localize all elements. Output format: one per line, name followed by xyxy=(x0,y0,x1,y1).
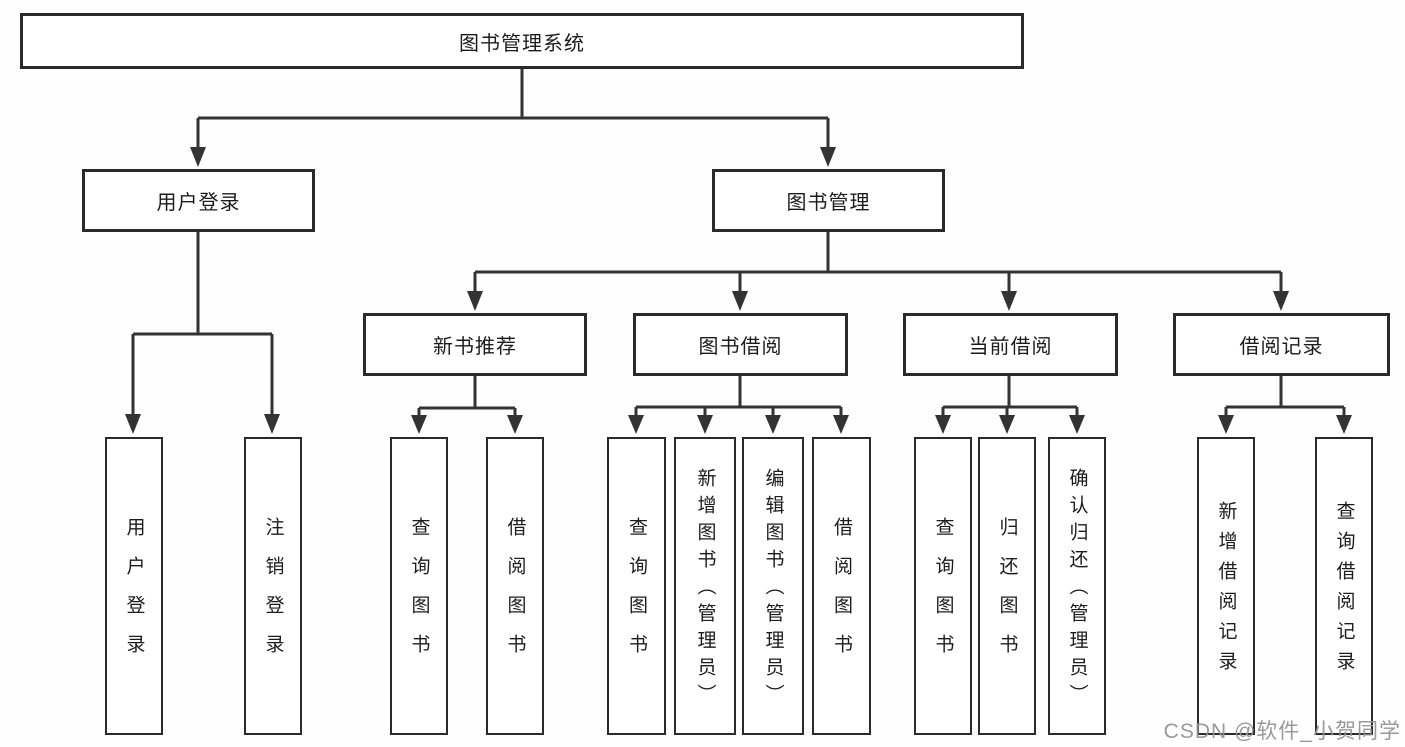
leaf-label: 新增图书（管理员） xyxy=(694,468,716,711)
leaf-label: 编辑图书（管理员） xyxy=(762,468,784,711)
leaf-current-query-books: 查询图书 xyxy=(914,437,972,735)
leaf-label: 查询图书 xyxy=(626,517,647,673)
leaf-newbook-borrow-books: 借阅图书 xyxy=(486,437,544,735)
node-label: 图书管理系统 xyxy=(459,32,585,55)
leaf-label: 注销登录 xyxy=(262,517,284,673)
leaf-add-books-admin: 新增图书（管理员） xyxy=(674,437,736,735)
leaf-borrow-query-books: 查询图书 xyxy=(607,437,666,735)
arrowheads xyxy=(125,147,1352,434)
leaf-logout: 注销登录 xyxy=(244,437,302,735)
node-label: 图书管理 xyxy=(786,192,871,214)
leaf-query-borrow-record: 查询借阅记录 xyxy=(1315,437,1373,735)
node-book-management-branch: 图书管理 xyxy=(712,169,945,232)
node-label: 图书借阅 xyxy=(698,336,783,358)
leaf-label: 用户登录 xyxy=(123,517,145,673)
leaf-label: 借阅图书 xyxy=(831,517,852,673)
leaf-label: 归还图书 xyxy=(996,517,1018,673)
node-user-login-branch: 用户登录 xyxy=(82,169,315,232)
leaf-label: 新增借阅记录 xyxy=(1215,501,1237,681)
leaf-label: 查询借阅记录 xyxy=(1333,501,1355,681)
node-label: 借阅记录 xyxy=(1239,336,1324,358)
leaf-user-login: 用户登录 xyxy=(105,437,163,735)
leaf-label: 借阅图书 xyxy=(504,517,526,673)
leaf-label: 查询图书 xyxy=(932,517,954,673)
node-label: 当前借阅 xyxy=(968,336,1053,358)
node-borrow-record: 借阅记录 xyxy=(1173,313,1390,376)
leaf-label: 查询图书 xyxy=(408,517,430,673)
node-label: 新书推荐 xyxy=(433,336,517,358)
csdn-watermark: CSDN @软件_小贺同学 xyxy=(1163,720,1401,743)
leaf-newbook-query-books: 查询图书 xyxy=(390,437,448,735)
leaf-return-books: 归还图书 xyxy=(978,437,1036,735)
leaf-add-borrow-record: 新增借阅记录 xyxy=(1197,437,1255,735)
leaf-confirm-return-admin: 确认归还（管理员） xyxy=(1048,437,1106,735)
node-book-borrow: 图书借阅 xyxy=(633,313,848,376)
leaf-borrow-borrow-books: 借阅图书 xyxy=(812,437,871,735)
node-root-library-system: 图书管理系统 xyxy=(20,13,1024,69)
node-label: 用户登录 xyxy=(156,192,241,214)
node-new-book-recommend: 新书推荐 xyxy=(363,313,587,376)
leaf-edit-books-admin: 编辑图书（管理员） xyxy=(742,437,804,735)
leaf-label: 确认归还（管理员） xyxy=(1066,468,1088,711)
node-current-borrow: 当前借阅 xyxy=(903,313,1118,376)
